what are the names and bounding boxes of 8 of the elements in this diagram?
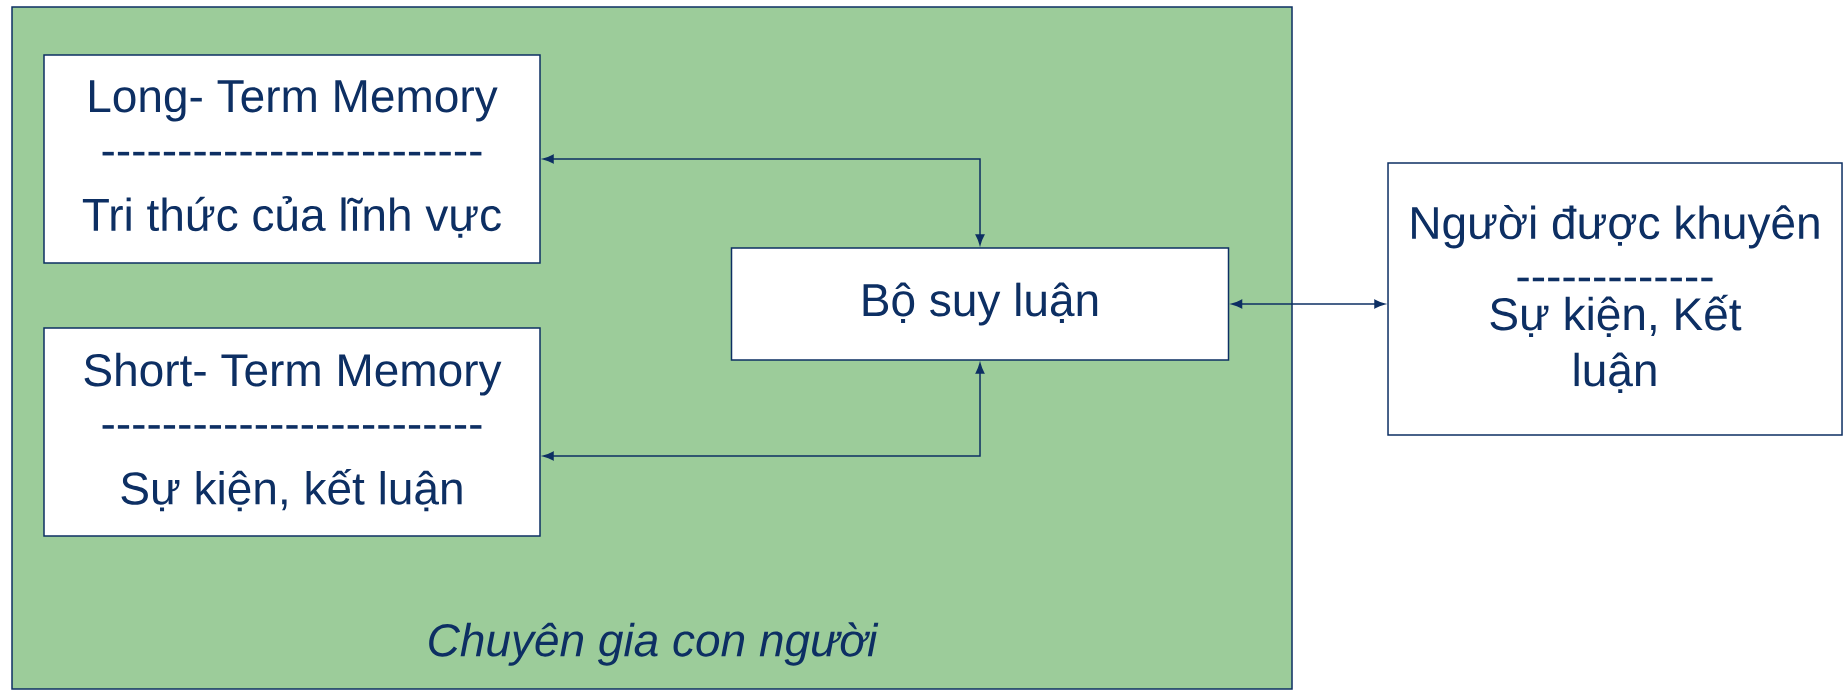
text-box: Short- Term Memory ------------------------- Sự kiện, kết luận — [43, 327, 541, 537]
arrow — [543, 154, 985, 245]
arrow — [1231, 299, 1385, 309]
group-title: Chuyên gia con người — [429, 622, 879, 666]
text-box: Người được khuyên ------------- Sự kiện, Kết luận — [1387, 162, 1843, 436]
arrow — [543, 363, 985, 461]
text-box: Long- Term Memory ------------------------- Tri thức của lĩnh vực — [43, 54, 541, 264]
text-box: Bộ suy luận — [730, 247, 1230, 361]
